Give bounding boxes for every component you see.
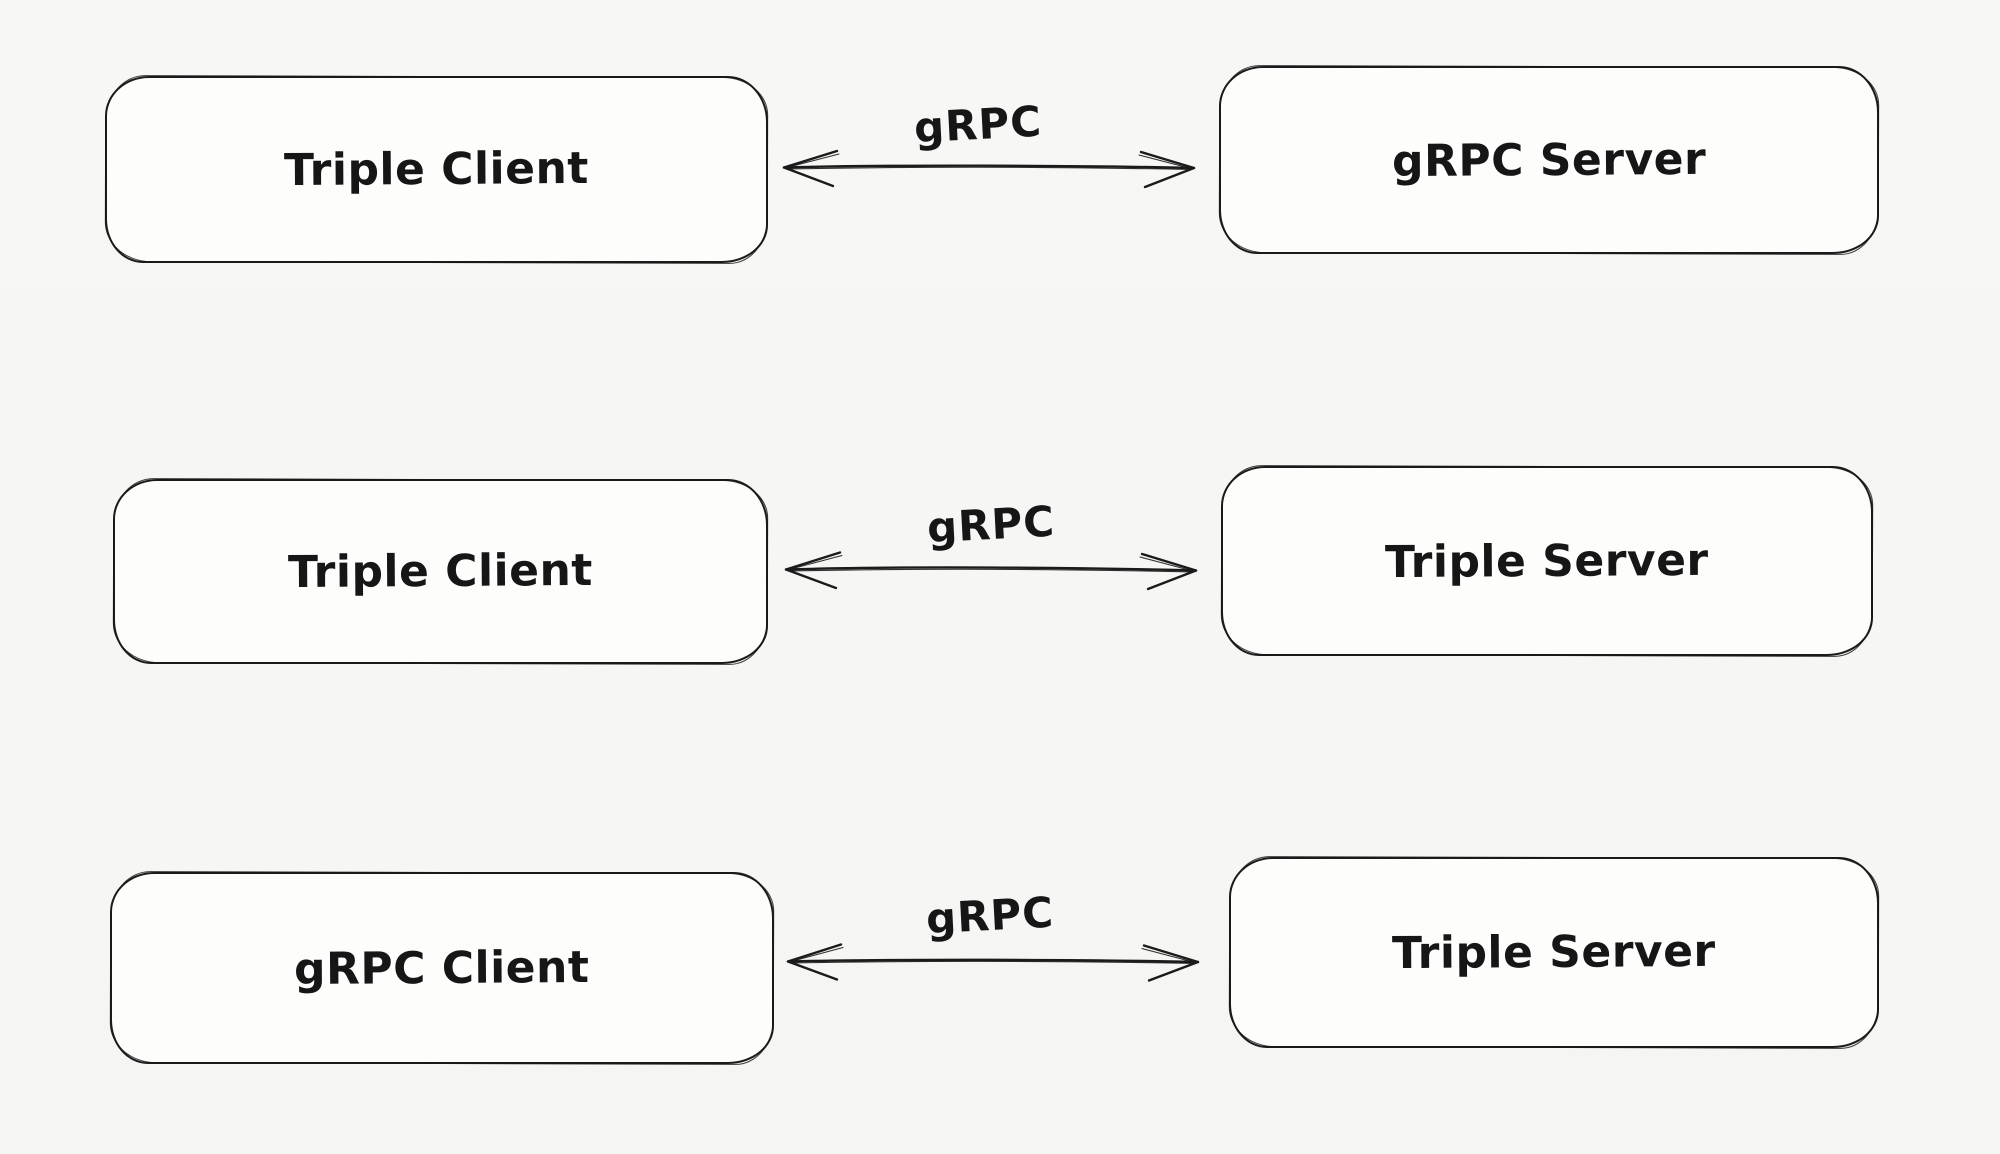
arrowhead-right	[1141, 944, 1200, 982]
bidirectional-arrow-2	[784, 551, 1198, 591]
grpc-client-label: gRPC Client	[294, 941, 590, 995]
triple-client-node: Triple Client	[105, 76, 768, 263]
grpc-server-node: gRPC Server	[1219, 66, 1879, 254]
arrowhead-left	[784, 551, 843, 590]
bidirectional-arrow	[782, 149, 1196, 189]
grpc-server-label: gRPC Server	[1391, 133, 1707, 187]
arrowhead-right	[1138, 150, 1196, 189]
triple-client-node-2: Triple Client	[113, 479, 768, 664]
triple-server-label: Triple Server	[1384, 534, 1710, 588]
bidirectional-arrow-3	[786, 943, 1200, 982]
triple-server-node-2: Triple Server	[1229, 857, 1879, 1048]
triple-server-node: Triple Server	[1221, 466, 1873, 656]
triple-client-label: Triple Client	[283, 142, 590, 197]
grpc-client-node: gRPC Client	[110, 872, 774, 1064]
arrowhead-right	[1139, 552, 1198, 591]
arrowhead-left	[786, 943, 844, 981]
triple-server-label-2: Triple Server	[1391, 925, 1717, 980]
arrowhead-left	[782, 149, 840, 188]
triple-client-label-2: Triple Client	[287, 544, 594, 599]
